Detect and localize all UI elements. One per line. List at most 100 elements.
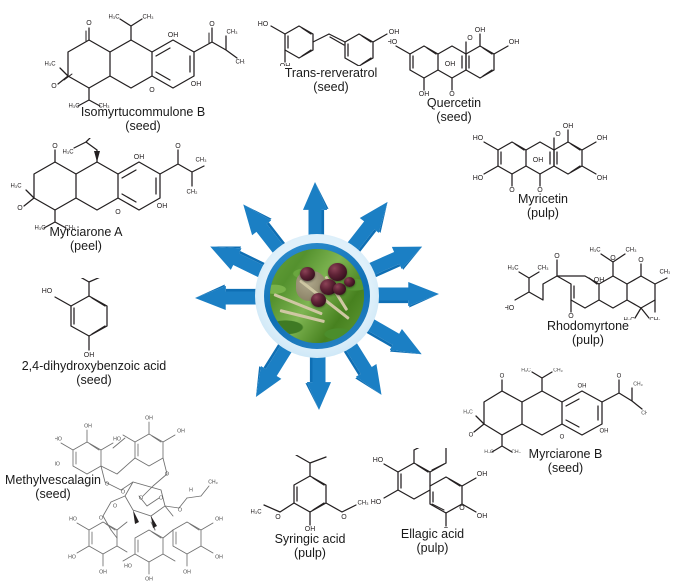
atom-label: H₃C [34, 226, 46, 230]
compound-part: (pulp) [416, 540, 449, 555]
atom-label: OH [578, 384, 587, 390]
atom-label: O [289, 455, 295, 456]
atom-label: CH₃ [641, 410, 647, 416]
atom-label: OH [99, 569, 107, 575]
atom-label: CH₃ [511, 449, 521, 453]
atom-label: H₃C [521, 368, 531, 373]
arrow-to-compound [197, 225, 273, 287]
atom-label: H₃C [623, 318, 635, 320]
atom-label: H₃C [250, 510, 262, 516]
structure-syringic-acid: O OH O O H₃C CH₃ OH [250, 455, 369, 533]
atom-label: H [189, 487, 193, 493]
atom-label: O [341, 514, 347, 521]
caption-myrciarone-a: Myrciarone A (peel) [26, 225, 146, 253]
arrow-to-compound [375, 278, 446, 314]
atom-label: O [568, 313, 574, 320]
berry [344, 277, 355, 287]
atom-label: OH [84, 352, 95, 359]
structure-quercetin: HO OH O O OH OH OH [388, 27, 520, 96]
atom-label: HO [113, 436, 121, 442]
atom-label: OH [168, 32, 179, 39]
atom-label: O [105, 481, 109, 487]
structure-myrciarone-a: O O H₃C H₃C CH₃ H₃C CH₃ O OH OH O CH₃ CH… [10, 138, 207, 230]
atom-label: O [275, 514, 281, 521]
compound-part: (seed) [35, 486, 71, 501]
arrow-to-compound [299, 175, 335, 240]
caption-syringic-acid: Syringic acid (pulp) [245, 532, 375, 560]
atom-label: O [86, 20, 92, 27]
atom-label: HO [69, 516, 77, 522]
atom-label: OH [389, 29, 400, 36]
atom-label: HO [388, 39, 398, 46]
atom-label: HO [124, 563, 132, 569]
structure-myrciarone-b: O O H₃C H₃C CH₃ H₃C CH₃ O OH OH O CH₃ CH… [463, 368, 647, 453]
atom-label: OH [509, 39, 520, 46]
atom-label: O [113, 503, 117, 509]
atom-label: H₃C [463, 409, 473, 415]
atom-label: O [537, 187, 543, 192]
compound-name: Isomyrtucommulone B [80, 105, 206, 119]
berry [311, 293, 326, 307]
atom-label: OH [183, 569, 191, 575]
caption-ellagic-acid: Ellagic acid (pulp) [370, 527, 495, 555]
atom-label: OH [215, 516, 223, 522]
atom-label: HO [68, 554, 76, 560]
arrow-to-compound [358, 309, 436, 375]
atom-label: CH₃ [537, 266, 549, 272]
atom-label: OH [134, 154, 145, 161]
atom-label: O [469, 433, 474, 439]
caption-methylvescalagin: Methylvescalagin (seed) [0, 473, 113, 501]
atom-label: OH [280, 63, 291, 66]
atom-label: O [159, 495, 163, 501]
compound-part: (seed) [547, 460, 584, 475]
atom-label: HO [473, 175, 484, 182]
structure-myricetin: HO HO O O O OH OH OH OH [473, 123, 608, 192]
atom-label: O [610, 255, 616, 262]
arrow-to-compound [188, 278, 259, 314]
atom-label: CH₃ [98, 104, 110, 109]
atom-label: HO [371, 499, 382, 506]
atom-label: HO [55, 461, 60, 467]
atom-label: O [121, 489, 125, 495]
jabuticaba-photo [270, 249, 364, 343]
atom-label: O [449, 91, 455, 96]
atom-label: OH [215, 554, 223, 560]
caption-quercetin: Quercetin (seed) [394, 96, 514, 124]
atom-label: OH [419, 91, 430, 96]
compound-name: Trans-rerveratrol [284, 66, 378, 80]
atom-label: H₃C [44, 62, 56, 68]
compound-name: Rhodomyrtone [547, 319, 629, 333]
atom-label: CH₃ [64, 226, 76, 230]
atom-label: CH₃ [142, 15, 154, 21]
atom-label: O [638, 257, 644, 264]
atom-label: O [165, 471, 169, 477]
stereo-wedge [133, 510, 139, 524]
atom-label: HO [473, 135, 484, 142]
compound-name: Syringic acid [274, 532, 346, 546]
compound-name: Quercetin [426, 96, 482, 110]
arrow-to-compound [363, 230, 437, 289]
atom-label: HO [258, 21, 269, 28]
atom-label: O [554, 253, 560, 260]
structure-isomyrtucommulone-b: O O H₃C H₃C CH₃ H₃C CH₃ O OH OH O CH₃ CH… [44, 15, 245, 109]
atom-label: H₃C [68, 104, 80, 109]
arrow-to-compound [299, 352, 335, 417]
structure-rhodomyrtone: HO H₃C CH₃ O O OH O H₃C CH₃ O CH₃ H₃C CH… [505, 248, 670, 320]
atom-label: O [209, 21, 215, 28]
atom-label: O [617, 374, 622, 380]
atom-label: H₃C [507, 266, 519, 272]
arrow-to-compound [332, 336, 398, 412]
atom-label: H₃C [62, 150, 74, 156]
atom-label: CH₃ [195, 158, 207, 164]
atom-label: H₃C [484, 449, 494, 453]
atom-label: O [555, 131, 561, 138]
atom-label: CH₂ [187, 190, 199, 196]
atom-label: O [178, 507, 182, 513]
caption-dihydroxybenzoic-acid: 2,4-dihydroxybenzoic acid (seed) [0, 359, 189, 387]
compound-name: 2,4-dihydroxybenzoic acid [21, 359, 167, 373]
compound-part: (pulp) [572, 332, 604, 347]
atom-label: O [560, 435, 565, 441]
atom-label: CH₃ [649, 318, 661, 320]
atom-label: H₃C [589, 248, 601, 254]
